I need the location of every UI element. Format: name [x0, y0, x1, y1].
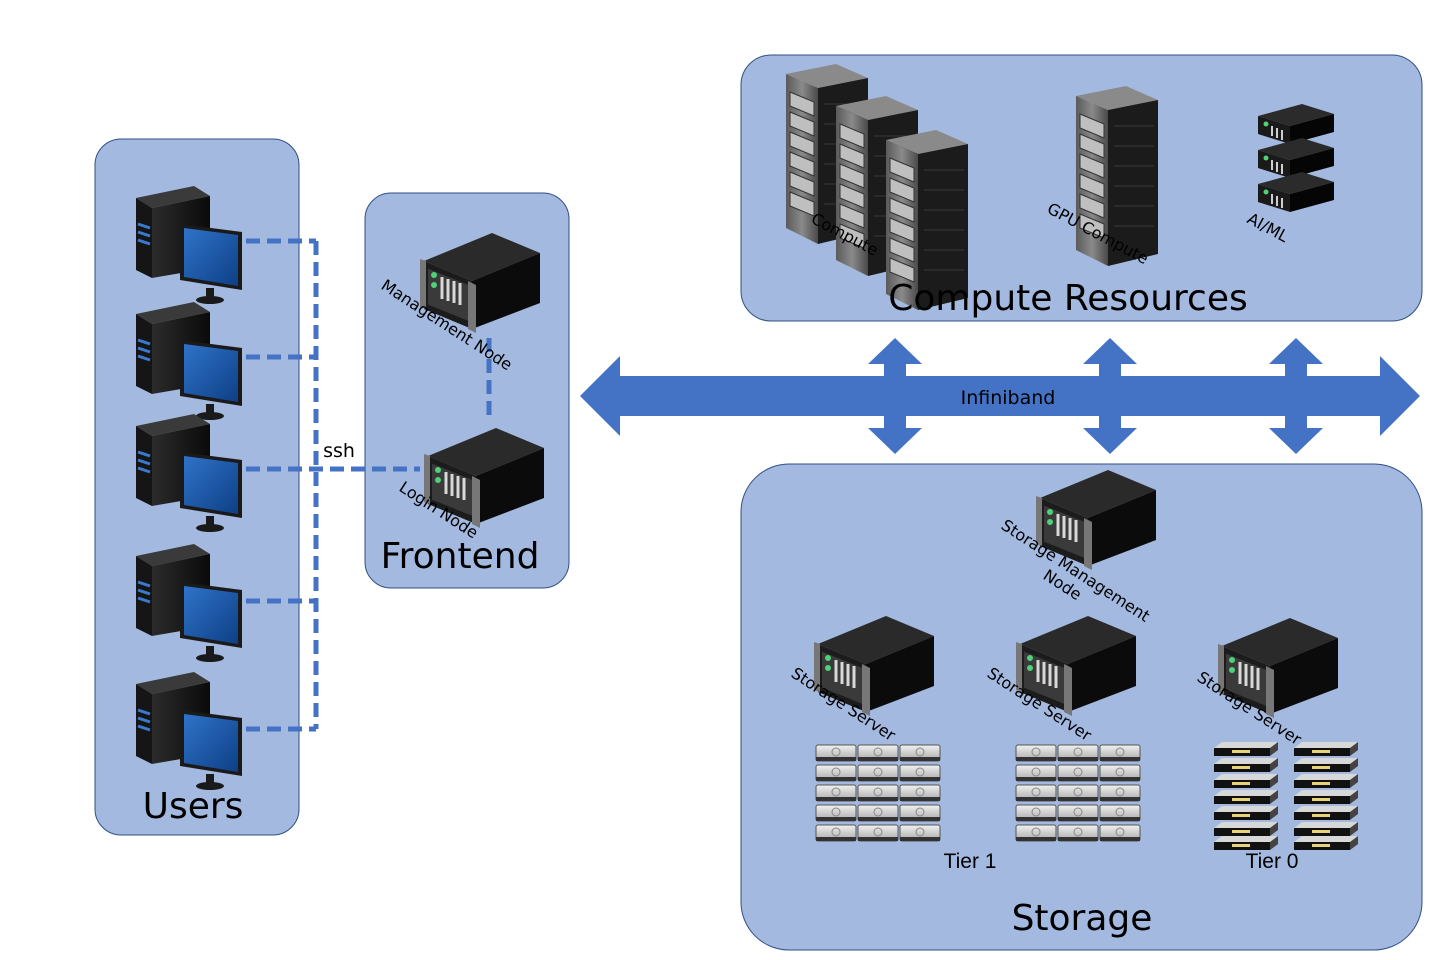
- compute-link-arrow: [868, 338, 922, 454]
- compute-link-arrow: [1083, 338, 1137, 454]
- users-title: Users: [143, 786, 244, 827]
- user-connections: [246, 238, 492, 732]
- frontend-title: Frontend: [381, 536, 540, 577]
- ssh-label: ssh: [323, 440, 355, 462]
- infiniband-label: Infiniband: [961, 387, 1056, 409]
- compute-link-arrow: [1269, 338, 1323, 454]
- compute-resources-title: Compute Resources: [888, 278, 1247, 319]
- tier0-label: Tier 0: [1246, 850, 1299, 873]
- tier1-disk-array: [1015, 744, 1141, 842]
- storage-title: Storage: [1012, 898, 1153, 939]
- tier1-disk-array: [815, 744, 941, 842]
- infiniband-bus: [580, 338, 1420, 454]
- tier1-label: Tier 1: [944, 850, 997, 873]
- infiniband-horizontal-arrow: [580, 356, 1420, 436]
